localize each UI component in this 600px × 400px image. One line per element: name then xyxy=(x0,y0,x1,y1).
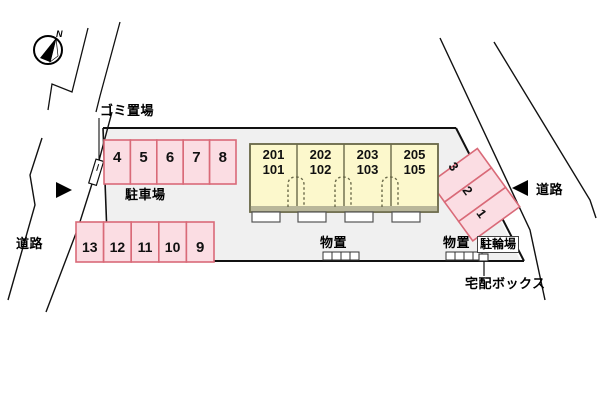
unit-102: 102 xyxy=(309,162,332,177)
parking-row-upper xyxy=(103,139,237,185)
bicycle-parking-label: 駐輪場 xyxy=(477,236,520,253)
unit-101: 101 xyxy=(262,162,285,177)
compass-north-label: N xyxy=(56,29,63,39)
storage-center-label: 物置 xyxy=(320,235,348,250)
stall-5: 5 xyxy=(139,149,148,166)
entrance-arrow-left xyxy=(56,182,72,198)
unit-205: 205 xyxy=(403,147,426,162)
gomi-label: ゴミ置場 xyxy=(100,103,155,118)
road-right-inner-line xyxy=(439,37,546,301)
entry-pad xyxy=(344,211,374,223)
compass-north-icon xyxy=(33,35,63,65)
stall-7: 7 xyxy=(192,149,201,166)
delivery-box-marker xyxy=(478,253,489,262)
road-left-label: 道路 xyxy=(16,236,44,251)
unit-105: 105 xyxy=(403,162,426,177)
delivery-box-label: 宅配ボックス xyxy=(465,276,546,291)
storage-right-label: 物置 xyxy=(443,235,471,250)
road-left-inner-line xyxy=(45,111,113,313)
road-right-outer-line xyxy=(493,41,597,219)
stall-12 xyxy=(102,221,132,263)
stall-8 xyxy=(208,139,237,185)
road-left-outer-line xyxy=(7,137,43,301)
stall-4: 4 xyxy=(113,149,122,166)
unit-202: 202 xyxy=(309,147,332,162)
stall-11: 11 xyxy=(137,239,153,255)
parking-row-angled xyxy=(429,147,521,242)
stall-13 xyxy=(75,221,105,263)
stall-6: 6 xyxy=(165,149,175,166)
stall-4 xyxy=(103,139,132,185)
entry-pad xyxy=(251,211,281,223)
apartment-building xyxy=(249,143,439,223)
unit-103: 103 xyxy=(356,162,379,177)
stall-11 xyxy=(130,221,160,263)
stall-8: 8 xyxy=(218,149,227,166)
entrance-arrow-right xyxy=(512,180,528,196)
entry-pad xyxy=(391,211,421,223)
boundary-upper-left-1 xyxy=(47,27,89,111)
stall-13: 13 xyxy=(82,239,98,255)
entry-pad xyxy=(297,211,327,223)
unit-201: 201 xyxy=(262,147,285,162)
gomi-box-marker xyxy=(87,158,105,187)
parking-row-lower xyxy=(75,221,215,263)
stall-12: 12 xyxy=(109,239,126,255)
storage-right-boxes xyxy=(445,251,483,261)
stall-9 xyxy=(185,221,215,263)
boundary-upper-left-2 xyxy=(95,21,121,113)
parking-label: 駐車場 xyxy=(125,187,166,202)
stall-10: 10 xyxy=(164,239,181,255)
unit-203: 203 xyxy=(356,147,379,162)
road-right-label: 道路 xyxy=(536,182,564,197)
stall-9: 9 xyxy=(196,239,205,256)
storage-center-boxes xyxy=(322,251,360,261)
